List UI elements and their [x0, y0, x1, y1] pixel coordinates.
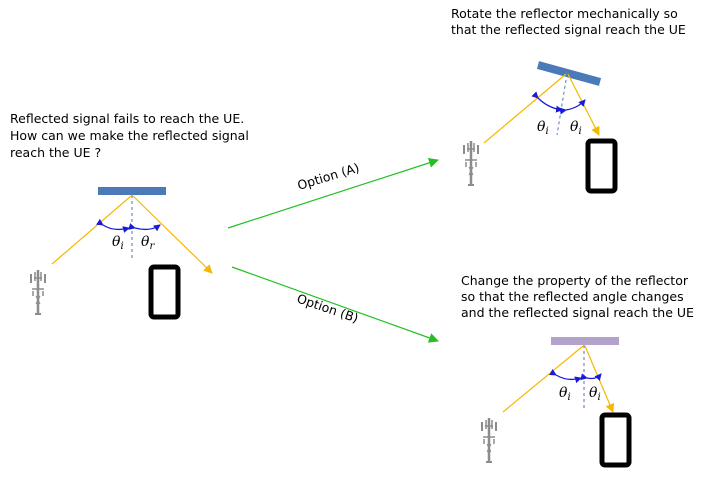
theta-i-option-a-reflected: θi	[570, 119, 582, 137]
theta-i-option-b-incident: θi	[559, 385, 571, 403]
problem-line-1: Reflected signal fails to reach the UE.	[10, 111, 244, 126]
option-a-arrow	[227, 158, 439, 229]
incident-ray-option-b	[502, 345, 584, 413]
scenario-option-b: θi θi	[480, 337, 629, 465]
problem-text: Reflected signal fails to reach the UE. …	[10, 111, 253, 160]
problem-line-2: How can we make the reflected signal	[10, 128, 249, 143]
incident-angle-arc-option-a	[531, 91, 563, 113]
ue-phone-option-a	[588, 141, 615, 191]
option-a-line-2: that the reflected signal reach the UE	[451, 22, 686, 37]
base-station-tower-left	[29, 268, 47, 316]
reflected-angle-arc-option-a	[559, 99, 586, 115]
normal-option-a	[556, 73, 568, 136]
theta-r-left: θr	[141, 234, 155, 252]
reflector-modified	[551, 337, 619, 345]
scenario-original: θi θr	[29, 187, 213, 317]
ue-phone-option-b	[602, 415, 629, 465]
incident-angle-arc-option-b	[549, 368, 582, 384]
base-station-tower-option-a	[462, 139, 480, 187]
option-b-label: Option (B)	[295, 291, 360, 326]
option-b-line-3: and the reflected signal reach the UE	[461, 305, 694, 320]
theta-i-left: θi	[112, 234, 124, 252]
reflected-angle-arc-option-b	[580, 373, 602, 381]
theta-i-option-b-reflected: θi	[589, 385, 601, 403]
reflector-left	[98, 187, 166, 195]
option-b-line-2: so that the reflected angle changes	[461, 289, 684, 304]
incident-angle-arc-left	[96, 218, 130, 233]
reflector-rotated	[536, 61, 602, 86]
option-b-arrow	[231, 266, 439, 343]
option-a-line-1: Rotate the reflector mechanically so	[451, 6, 678, 21]
reflected-angle-arc-left	[128, 223, 161, 232]
incident-ray-option-a	[483, 73, 567, 144]
ue-phone-left	[151, 267, 178, 317]
reflected-ray-left	[132, 195, 213, 274]
scenario-option-a: θi θi	[462, 61, 615, 191]
option-a-text: Rotate the reflector mechanically so tha…	[451, 6, 686, 37]
base-station-tower-option-b	[480, 416, 498, 464]
option-b-line-1: Change the property of the reflector	[461, 273, 689, 288]
option-b-text: Change the property of the reflector so …	[461, 273, 694, 320]
theta-i-option-a-incident: θi	[537, 119, 549, 137]
problem-line-3: reach the UE ?	[10, 145, 101, 160]
incident-ray-left	[51, 195, 132, 265]
